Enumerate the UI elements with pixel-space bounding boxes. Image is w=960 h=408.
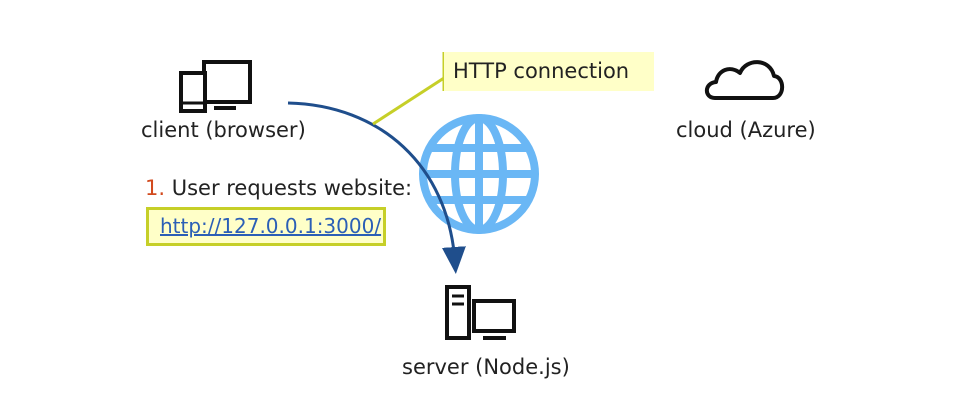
callout-leader-line: [372, 76, 445, 126]
step-number: 1.: [145, 176, 166, 200]
cloud-icon: [704, 60, 785, 100]
url-link[interactable]: http://127.0.0.1:3000/: [160, 214, 382, 238]
server-devices-icon: [445, 285, 516, 340]
step-text: User requests website:: [165, 176, 413, 200]
client-label: client (browser): [141, 118, 306, 142]
globe-icon: [419, 114, 539, 234]
url-callout-box: http://127.0.0.1:3000/: [146, 207, 386, 246]
request-arrow: [287, 101, 466, 274]
http-connection-callout: HTTP connection: [444, 52, 654, 91]
client-devices-icon: [179, 60, 252, 113]
step-caption: 1. User requests website:: [145, 178, 412, 199]
cloud-label: cloud (Azure): [676, 118, 816, 142]
server-label: server (Node.js): [402, 355, 570, 379]
